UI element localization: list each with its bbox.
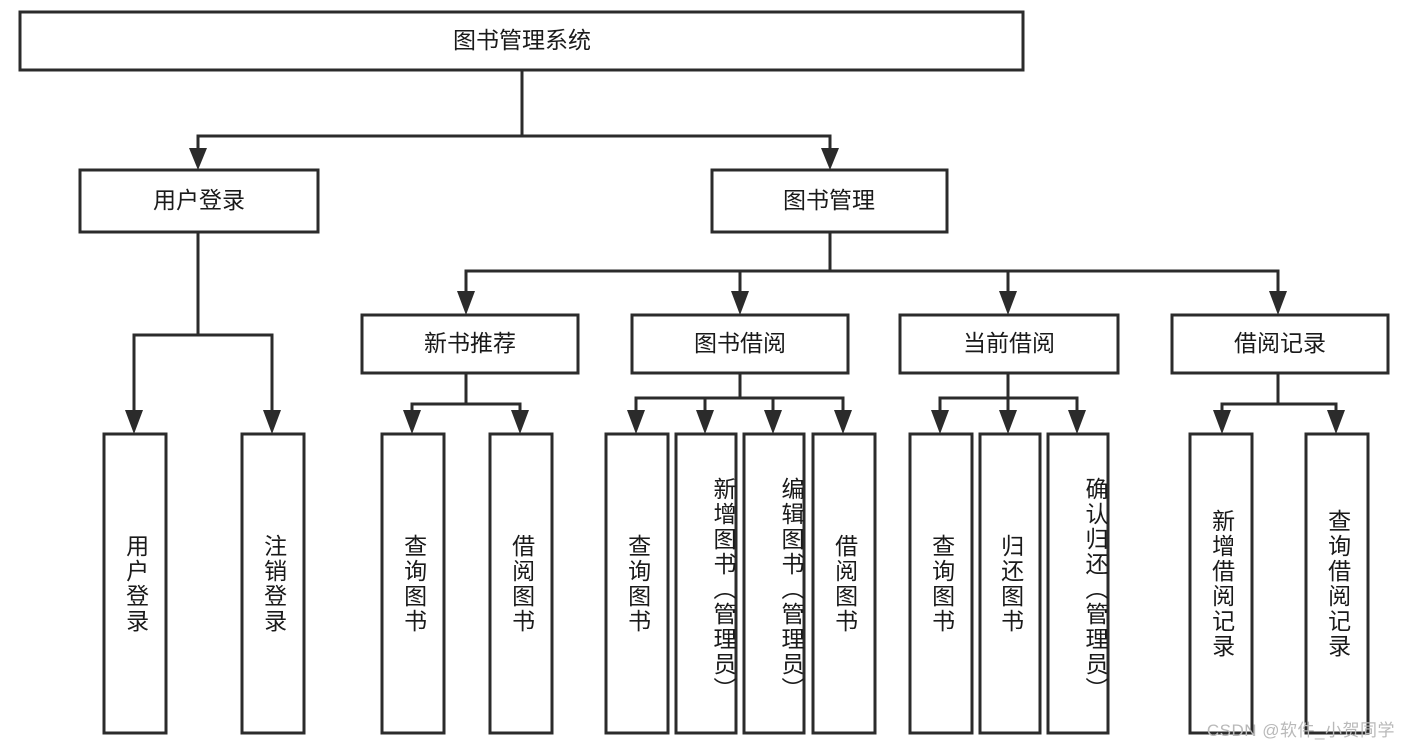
node-leaf-current-3-box[interactable] — [1046, 432, 1110, 735]
node-record-box[interactable] — [1170, 313, 1390, 375]
arrow-head-leaf-login-2 — [263, 410, 281, 434]
node-newbook-box[interactable] — [360, 313, 580, 375]
csdn-watermark: CSDN @软件_小贺同学 — [1206, 721, 1395, 740]
arrow-head-leaf-record-2 — [1327, 410, 1345, 434]
node-record-label: 借阅记录 — [1234, 330, 1326, 356]
arrow-head-leaf-login-1 — [125, 410, 143, 434]
node-login-box[interactable] — [78, 168, 320, 234]
node-bookmgmt-box[interactable] — [710, 168, 949, 234]
node-root-label: 图书管理系统 — [453, 27, 591, 53]
connector-group-bookmgmt — [457, 230, 1287, 315]
arrow-head-newbook — [457, 291, 475, 315]
node-login-label: 用户登录 — [153, 187, 245, 213]
arrow-head-leaf-borrow-3 — [764, 410, 782, 434]
arrow-head-leaf-newbook-2 — [511, 410, 529, 434]
node-newbook-label: 新书推荐 — [424, 330, 516, 356]
node-leaf-login-2-box[interactable] — [240, 432, 306, 735]
arrow-head-leaf-current-1 — [931, 410, 949, 434]
node-borrow-box[interactable] — [630, 313, 850, 375]
node-leaf-newbook-1-box[interactable] — [380, 432, 446, 735]
arrow-head-record — [1269, 291, 1287, 315]
node-record[interactable]: 借阅记录 — [1170, 313, 1390, 375]
node-leaf-borrow-4-box[interactable] — [811, 432, 877, 735]
node-current-box[interactable] — [898, 313, 1120, 375]
arrow-head-leaf-record-1 — [1213, 410, 1231, 434]
node-leaf-borrow-3-box[interactable] — [742, 432, 806, 735]
node-leaf-borrow-1-box[interactable] — [604, 432, 670, 735]
node-leaf-newbook-2-box[interactable] — [488, 432, 554, 735]
node-borrow[interactable]: 图书借阅 — [630, 313, 850, 375]
node-login[interactable]: 用户登录 — [78, 168, 320, 234]
node-leaf-record-1-box[interactable] — [1188, 432, 1254, 735]
arrow-head-bookmgmt — [821, 148, 839, 170]
node-root-box[interactable] — [18, 10, 1025, 72]
connector-group-root — [189, 68, 839, 170]
node-borrow-label: 图书借阅 — [694, 330, 786, 356]
node-leaf-current-2-box[interactable] — [978, 432, 1042, 735]
arrow-head-leaf-borrow-4 — [834, 410, 852, 434]
node-current[interactable]: 当前借阅 — [898, 313, 1120, 375]
connector-group-login — [125, 230, 281, 434]
connector-group-current — [931, 371, 1086, 434]
arrow-head-borrow — [731, 291, 749, 315]
arrow-head-leaf-borrow-1 — [627, 410, 645, 434]
node-newbook[interactable]: 新书推荐 — [360, 313, 580, 375]
connector-group-record — [1213, 371, 1345, 434]
node-bookmgmt[interactable]: 图书管理 — [710, 168, 949, 234]
node-root[interactable]: 图书管理系统 — [18, 10, 1025, 72]
arrow-head-login — [189, 148, 207, 170]
node-bookmgmt-label: 图书管理 — [783, 187, 875, 213]
arrow-head-leaf-borrow-2 — [696, 410, 714, 434]
arrow-head-current — [999, 291, 1017, 315]
node-leaf-login-1-box[interactable] — [102, 432, 168, 735]
node-leaf-record-2-box[interactable] — [1304, 432, 1370, 735]
arrow-head-leaf-current-3 — [1068, 410, 1086, 434]
node-current-label: 当前借阅 — [963, 330, 1055, 356]
connector-group-newbook — [403, 371, 529, 434]
arrow-head-leaf-current-2 — [999, 410, 1017, 434]
node-leaf-current-1-box[interactable] — [908, 432, 974, 735]
arrow-head-leaf-newbook-1 — [403, 410, 421, 434]
node-leaf-borrow-2-box[interactable] — [674, 432, 738, 735]
connector-group-borrow — [627, 371, 852, 434]
